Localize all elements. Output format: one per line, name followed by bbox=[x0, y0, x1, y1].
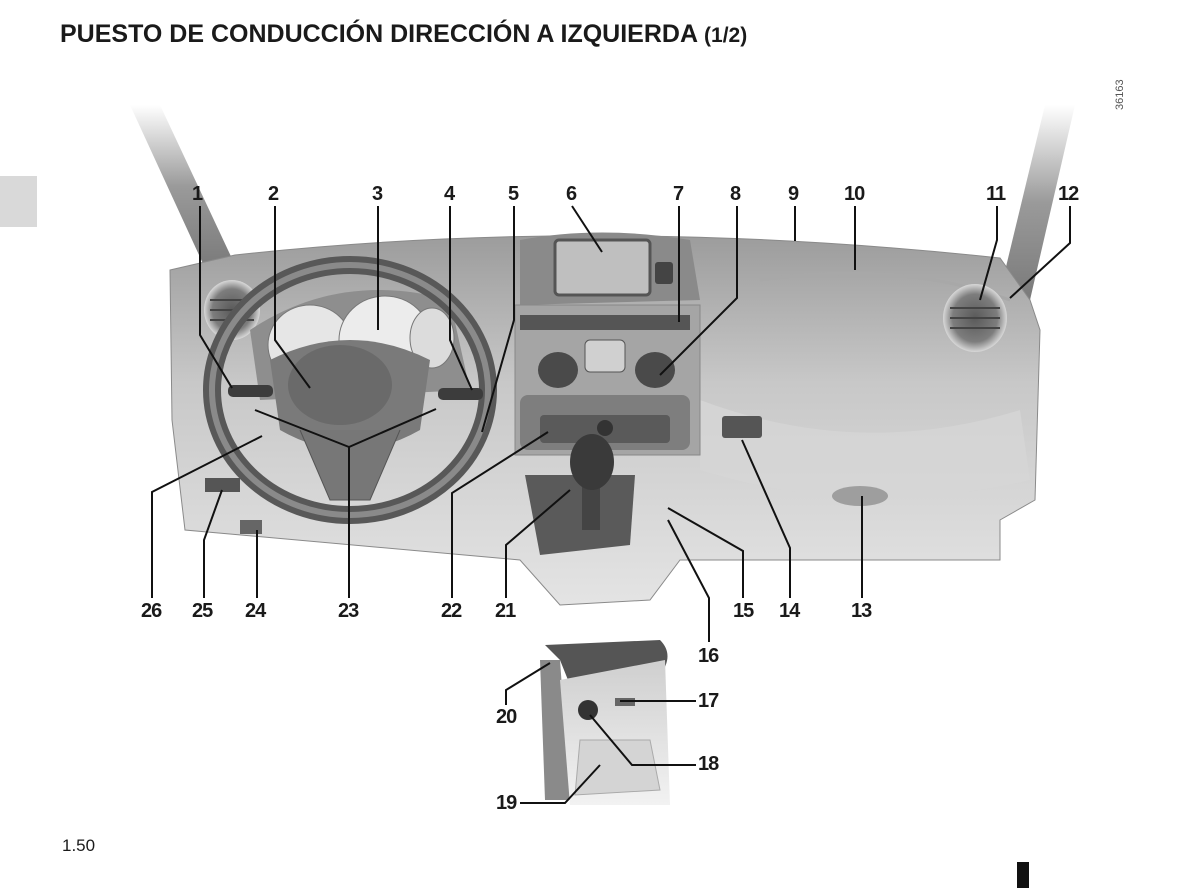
center-console bbox=[514, 232, 701, 456]
callout-21: 21 bbox=[495, 600, 516, 622]
page-number: 1.50 bbox=[62, 836, 96, 855]
leader-20 bbox=[505, 662, 551, 705]
callout-13: 13 bbox=[851, 600, 872, 622]
leader-18 bbox=[589, 714, 696, 766]
callout-7: 7 bbox=[673, 183, 684, 205]
leader-12 bbox=[1009, 206, 1071, 299]
title-part: (1/2) bbox=[704, 24, 748, 47]
title-text: PUESTO DE CONDUCCIÓN DIRECCIÓN A IZQUIER… bbox=[60, 20, 698, 48]
leader-16 bbox=[667, 519, 710, 642]
callout-18: 18 bbox=[698, 753, 719, 775]
leader-19 bbox=[520, 764, 601, 804]
leader-14 bbox=[741, 439, 791, 598]
leader-21 bbox=[505, 489, 571, 598]
leader-26 bbox=[151, 435, 263, 598]
leader-lines bbox=[151, 205, 1071, 804]
callout-4: 4 bbox=[444, 183, 455, 205]
leader-5 bbox=[481, 206, 515, 433]
leader-22 bbox=[451, 431, 549, 598]
callout-16: 16 bbox=[698, 645, 719, 667]
leader-1 bbox=[199, 206, 233, 389]
callout-1: 1 bbox=[192, 183, 203, 205]
callout-12: 12 bbox=[1058, 183, 1079, 205]
callout-3: 3 bbox=[372, 183, 383, 205]
handbrake-lever bbox=[540, 640, 670, 805]
callout-10: 10 bbox=[844, 183, 865, 205]
page-title: PUESTO DE CONDUCCIÓN DIRECCIÓN A IZQUIER… bbox=[60, 20, 747, 49]
callout-23: 23 bbox=[338, 600, 359, 622]
callout-19: 19 bbox=[496, 792, 517, 814]
page-edge-marker bbox=[1017, 862, 1029, 888]
leader-23b bbox=[348, 408, 437, 448]
callout-26: 26 bbox=[141, 600, 162, 622]
gear-knob bbox=[525, 434, 635, 555]
right-stalk bbox=[438, 388, 483, 400]
callout-17: 17 bbox=[698, 690, 719, 712]
leader-15 bbox=[667, 507, 744, 598]
callout-25: 25 bbox=[192, 600, 213, 622]
callout-24: 24 bbox=[245, 600, 266, 622]
callout-20: 20 bbox=[496, 706, 517, 728]
leader-11 bbox=[979, 206, 998, 301]
callout-9: 9 bbox=[788, 183, 799, 205]
callout-14: 14 bbox=[779, 600, 800, 622]
callout-8: 8 bbox=[730, 183, 741, 205]
right-a-pillar bbox=[998, 105, 1075, 300]
leader-4 bbox=[449, 206, 473, 391]
right-air-vent bbox=[943, 284, 1007, 352]
left-stalk bbox=[228, 385, 273, 397]
glove-box bbox=[832, 486, 888, 506]
left-a-pillar bbox=[130, 105, 235, 268]
callout-5: 5 bbox=[508, 183, 519, 205]
chapter-tab bbox=[0, 176, 37, 227]
callout-15: 15 bbox=[733, 600, 754, 622]
callout-11: 11 bbox=[986, 183, 1006, 205]
callout-22: 22 bbox=[441, 600, 462, 622]
socket-panel bbox=[722, 416, 762, 438]
leader-8 bbox=[659, 206, 738, 376]
leader-6 bbox=[571, 205, 603, 253]
leader-25 bbox=[203, 489, 223, 598]
leader-2 bbox=[274, 206, 311, 389]
callout-6: 6 bbox=[566, 183, 577, 205]
callout-2: 2 bbox=[268, 183, 279, 205]
